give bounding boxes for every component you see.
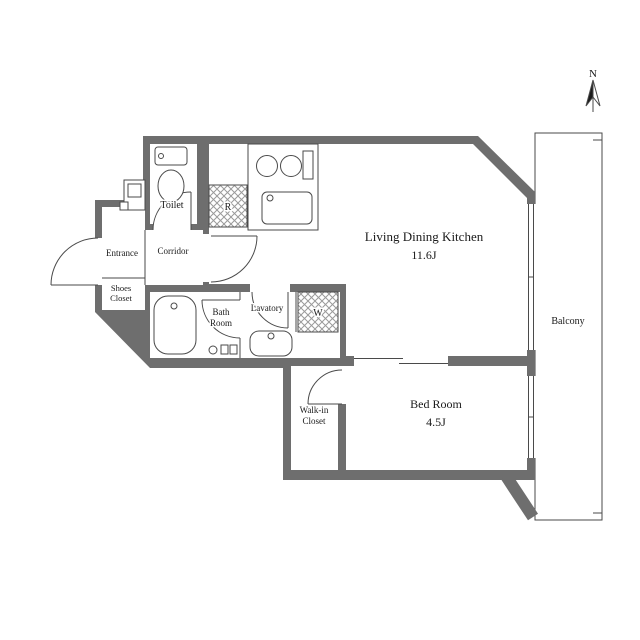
entrance-door — [50, 237, 99, 286]
kitchen-sink — [261, 191, 313, 225]
opening-corridor-ldk-door — [201, 234, 213, 282]
entrance-label: Entrance — [106, 248, 138, 258]
walkin-closet-label-2: Closet — [302, 416, 326, 426]
bathtub — [153, 295, 197, 355]
compass-needle-light — [592, 79, 601, 107]
ldk-window — [528, 204, 534, 350]
north-label: N — [589, 68, 597, 80]
walkin-closet-label-1: Walk-in — [300, 405, 329, 415]
stove-grill — [302, 150, 314, 180]
doors — [50, 191, 343, 405]
room-corridor — [145, 230, 203, 285]
opening-wic-door — [337, 366, 348, 404]
opening-entrance-door — [93, 238, 104, 285]
shoes-closet-label-1: Shoes — [111, 283, 131, 293]
toilet-label: Toilet — [160, 200, 183, 211]
bath-room-label-2: Room — [210, 318, 232, 328]
corridor-ldk-door — [210, 235, 258, 283]
compass-needle-dark — [585, 79, 594, 107]
lavatory-label: Lavatory — [251, 303, 284, 313]
toilet-fixture — [154, 146, 188, 203]
ldk-label: Living Dining Kitchen — [365, 229, 484, 244]
room-entrance — [102, 207, 145, 310]
lavatory-door — [251, 291, 289, 329]
bedroom-size-label: 4.5J — [426, 415, 446, 429]
refrigerator-label: R — [225, 202, 232, 213]
stove-burner-right — [280, 155, 302, 177]
opening-toilet-door — [153, 222, 191, 232]
toilet-door — [152, 191, 192, 231]
bath-door — [201, 299, 241, 339]
refrigerator-space — [208, 184, 248, 228]
washer-label: W — [313, 308, 323, 319]
room-bedroom — [346, 366, 527, 470]
bath-room-label-1: Bath — [213, 307, 230, 317]
bedroom-label: Bed Room — [410, 397, 462, 411]
opening-sliding-door — [354, 356, 448, 366]
bath-faucet — [208, 344, 238, 355]
fixtures — [119, 143, 339, 357]
sliding-door — [354, 358, 448, 364]
ldk-size-label: 11.6J — [411, 248, 437, 262]
wic-door — [307, 369, 343, 405]
north-arrow: N — [585, 67, 601, 112]
opening-lavatory-door — [250, 282, 290, 294]
washbasin — [249, 330, 293, 357]
windows — [354, 204, 534, 458]
kitchen-counter — [247, 143, 319, 231]
bedroom-window — [528, 376, 534, 458]
labels: Toilet R Living Dining Kitchen 11.6J Ent… — [105, 199, 587, 431]
sink-faucet — [266, 194, 274, 202]
partitions — [102, 230, 297, 358]
water-heater — [119, 179, 146, 211]
balcony-label: Balcony — [551, 316, 584, 327]
wall-diagonal-corner — [500, 472, 539, 521]
stove-burner-left — [256, 155, 278, 177]
shoes-closet-label-2: Closet — [110, 293, 132, 303]
washer-space — [297, 291, 339, 333]
corridor-label: Corridor — [158, 246, 189, 256]
